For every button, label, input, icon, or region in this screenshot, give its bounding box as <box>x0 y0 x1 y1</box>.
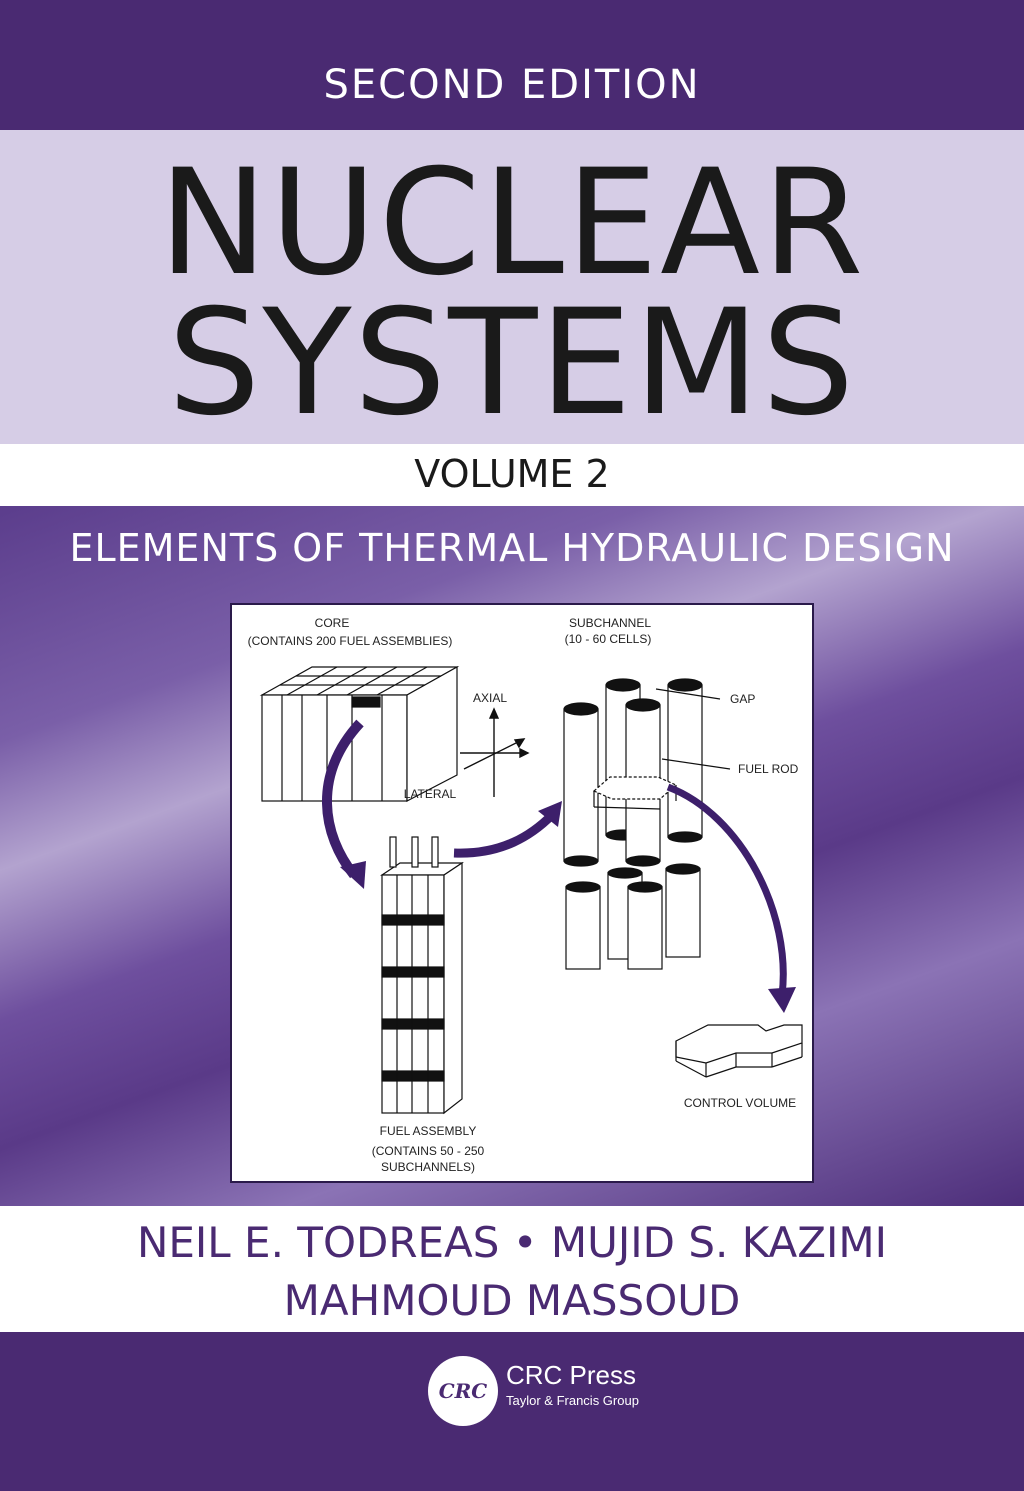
fuel-assembly <box>380 836 464 1115</box>
publisher-name: CRC Press <box>506 1360 637 1390</box>
authors-line-1: NEIL E. TODREAS • MUJID S. KAZIMI <box>136 1218 888 1267</box>
title-band <box>0 130 1024 444</box>
authors-band <box>0 1206 1024 1332</box>
arrow-subchannel-to-cv <box>666 783 787 996</box>
core-block <box>259 665 460 802</box>
axes-icon <box>460 707 530 797</box>
arrow-assembly-to-subchannel <box>453 811 556 858</box>
title-line-2: SYSTEMS <box>167 278 857 448</box>
fuel-rod-pointer <box>661 758 731 770</box>
control-volume-label: CONTROL VOLUME <box>684 1096 796 1110</box>
subchannel-rods-lower <box>565 863 701 970</box>
subtitle: ELEMENTS OF THERMAL HYDRAULIC DESIGN <box>69 526 955 570</box>
edition-label: SECOND EDITION <box>323 62 701 108</box>
core-sub-label: (CONTAINS 200 FUEL ASSEMBLIES) <box>248 634 453 648</box>
core-label: CORE <box>315 616 350 630</box>
subchannel-rods-upper <box>563 678 703 867</box>
arrow-head-2 <box>538 801 562 827</box>
arrow-core-to-assembly <box>322 719 364 879</box>
gap-pointer <box>655 688 721 700</box>
top-band <box>0 0 1024 130</box>
volume-label: VOLUME 2 <box>414 452 610 496</box>
crc-logo-text: CRC <box>438 1379 488 1403</box>
subchannel-label: SUBCHANNEL <box>569 616 651 630</box>
axial-label: AXIAL <box>473 691 507 705</box>
fuel-assembly-label: FUEL ASSEMBLY <box>380 1124 477 1138</box>
volume-band <box>0 444 1024 506</box>
figure-svg: CORE (CONTAINS 200 FUEL ASSEMBLIES) AXIA… <box>248 616 803 1174</box>
authors-line-2: MAHMOUD MASSOUD <box>283 1276 741 1325</box>
arrow-head-3 <box>768 987 796 1013</box>
arrow-head-1 <box>340 861 366 889</box>
fuel-rod-label: FUEL ROD <box>738 762 799 776</box>
bottom-band <box>0 1332 1024 1491</box>
figure-illustration: CORE (CONTAINS 200 FUEL ASSEMBLIES) AXIA… <box>230 603 814 1183</box>
subchannel-sub-label: (10 - 60 CELLS) <box>565 632 652 646</box>
fuel-assembly-sub2: SUBCHANNELS) <box>381 1160 475 1174</box>
fuel-assembly-sub1: (CONTAINS 50 - 250 <box>372 1144 485 1158</box>
title-line-1: NUCLEAR <box>158 138 866 308</box>
gap-label: GAP <box>730 692 755 706</box>
lateral-label: LATERAL <box>404 787 457 801</box>
publisher-group: Taylor & Francis Group <box>506 1393 639 1408</box>
control-volume-shape <box>675 1024 803 1078</box>
crc-logo-icon <box>428 1356 498 1426</box>
